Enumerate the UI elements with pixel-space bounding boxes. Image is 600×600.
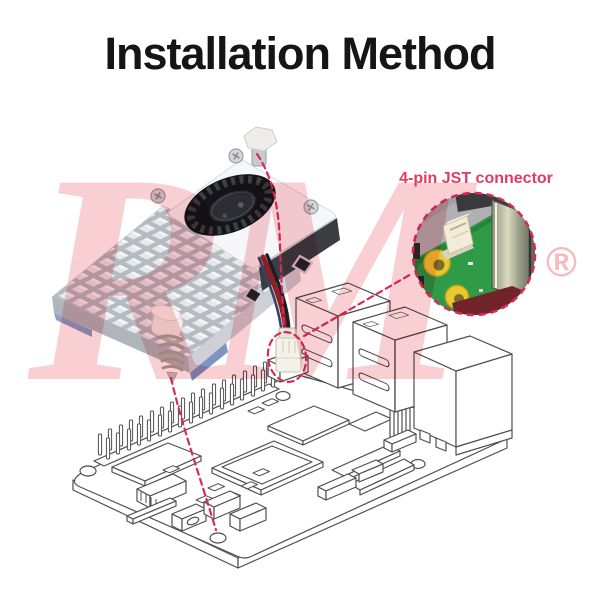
bottom-right-connectors [317,459,384,501]
pin-header-photo [413,243,420,259]
fan-screw [303,199,319,215]
ethernet-port [413,335,513,456]
page-title: Installation Method [104,28,497,79]
board-line-drawing [72,282,513,569]
jst-connector-photo [441,211,474,260]
push-pin-cap [243,126,278,167]
spring-coils [156,334,185,372]
pcb-blue-edge-left [54,313,92,337]
micro-hdmi-ports [203,490,267,532]
fan-screw [150,188,166,204]
guide-springpin-to-hole [169,376,218,532]
dashed-guides [169,152,415,532]
guide-to-callout [302,271,415,338]
callout-photo [413,193,535,315]
callout-label: 4-pin JST connector [399,170,553,187]
chip-north [267,405,350,446]
pcb-blue-edge [190,343,228,381]
usb-shield-photo [491,199,535,303]
gpio-header [93,361,280,467]
guide-plug-circle [266,331,308,383]
spring-push-pin [150,304,185,386]
fan-screw [228,148,244,164]
blower-fan [150,148,340,305]
callout-circle-border [411,191,537,317]
mounting-holes [79,390,426,544]
fan-mount-hole [242,285,264,305]
camera-fpc-connector [136,473,187,510]
fan-mount-hole [291,254,314,275]
fan-rotor [184,174,276,236]
usb-c-power-port [171,503,207,532]
guide-pushpin-to-connector [255,152,286,330]
fan-heatsink-assembly [51,126,340,386]
display-fpc-connector [126,497,177,525]
